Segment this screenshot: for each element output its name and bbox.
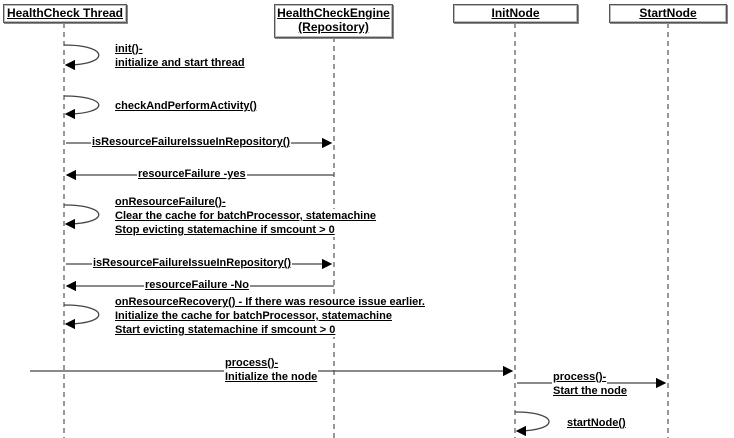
self-call-check [63, 95, 100, 120]
message-label: resourceFailure -No [144, 278, 250, 292]
message-label: Initialize the cache for batchProcessor,… [114, 309, 393, 323]
message-label: isResourceFailureIssueInRepository() [92, 256, 293, 270]
message-label: onResourceRecovery() - If there was reso… [114, 295, 426, 309]
message-label: init()- [114, 42, 144, 56]
message-label: startNode() [566, 416, 627, 430]
self-call-init [63, 44, 100, 71]
message-label: process()- [552, 370, 608, 384]
message-label: checkAndPerformActivity() [114, 99, 258, 113]
message-label: resourceFailure -yes [137, 167, 247, 181]
message-label: process()- [224, 356, 280, 370]
participant-label: (Repository) [298, 20, 369, 34]
message-label: onResourceFailure()- [114, 195, 227, 209]
message-label: Start the node [552, 384, 628, 398]
participant-healthcheck-thread: HealthCheck Thread [3, 4, 127, 23]
message-label: Initialize the node [224, 370, 319, 384]
message-label: Clear the cache for batchProcessor, stat… [114, 209, 378, 223]
self-call-onrecovery [63, 304, 100, 330]
participant-label: StartNode [639, 6, 697, 20]
participant-initnode: InitNode [453, 4, 578, 23]
participant-startnode: StartNode [609, 4, 727, 23]
participant-healthcheck-engine: HealthCheckEngine(Repository) [274, 4, 393, 38]
participant-label: HealthCheckEngine [277, 6, 390, 20]
message-label: isResourceFailureIssueInRepository() [91, 135, 292, 149]
participant-label: HealthCheck Thread [6, 6, 124, 20]
self-call-startnode [514, 411, 550, 437]
participant-label: InitNode [491, 6, 540, 20]
message-label: Start evicting statemachine if smcount >… [114, 323, 337, 337]
self-call-onfailure [63, 204, 100, 230]
message-label: Stop evicting statemachine if smcount > … [114, 223, 336, 237]
message-label: initialize and start thread [114, 56, 246, 70]
